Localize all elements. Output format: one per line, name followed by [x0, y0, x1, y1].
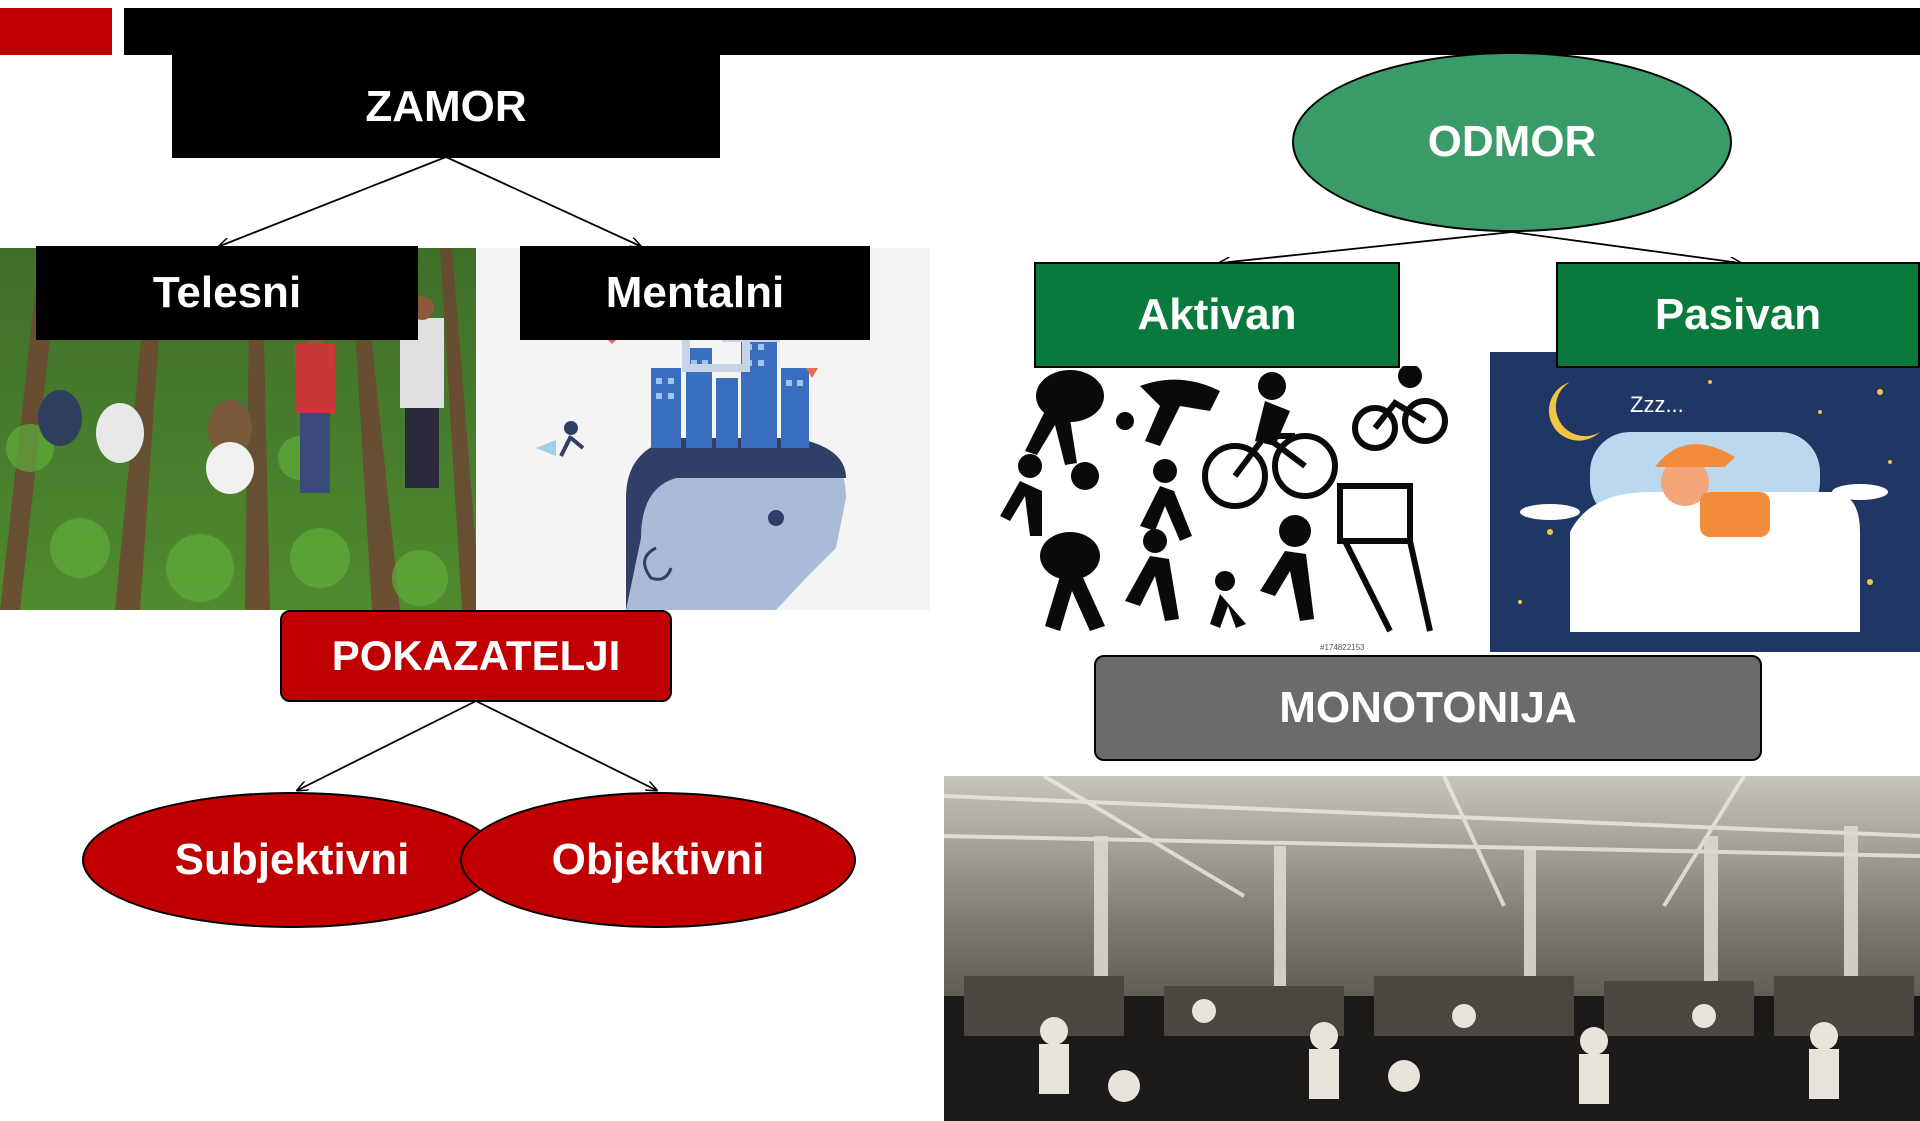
aktivan-node: Aktivan: [1034, 262, 1400, 368]
connector-pokazatelji-subjektivni: [298, 700, 477, 790]
pokazatelji-node: POKAZATELJI: [280, 610, 672, 702]
connector-zamor-mentalni: [445, 156, 640, 246]
top-accent-bar-red: [0, 8, 112, 55]
zamor-node: ZAMOR: [172, 55, 720, 158]
objektivni-node: Objektivni: [460, 792, 856, 928]
telesni-node: Telesni: [36, 246, 418, 340]
connector-odmor-pasivan: [1511, 231, 1740, 263]
factory-workers-photo: [944, 776, 1920, 1121]
connector-pokazatelji-objektivni: [475, 700, 656, 790]
pasivan-node: Pasivan: [1556, 262, 1920, 368]
stock-id: #174822153: [1320, 643, 1365, 652]
connector-zamor-telesni: [220, 156, 447, 246]
connector-odmor-aktivan: [1220, 231, 1513, 263]
monotonija-node: MONOTONIJA: [1094, 655, 1762, 761]
sports-silhouettes-illustration: #174822153: [990, 366, 1452, 656]
subjektivni-node: Subjektivni: [82, 792, 502, 928]
sleep-text: Zzz...: [1630, 392, 1684, 417]
odmor-node: ODMOR: [1292, 52, 1732, 232]
top-title-bar: [124, 8, 1920, 55]
sleeping-person-illustration: Zzz...: [1490, 352, 1920, 652]
mentalni-node: Mentalni: [520, 246, 870, 340]
